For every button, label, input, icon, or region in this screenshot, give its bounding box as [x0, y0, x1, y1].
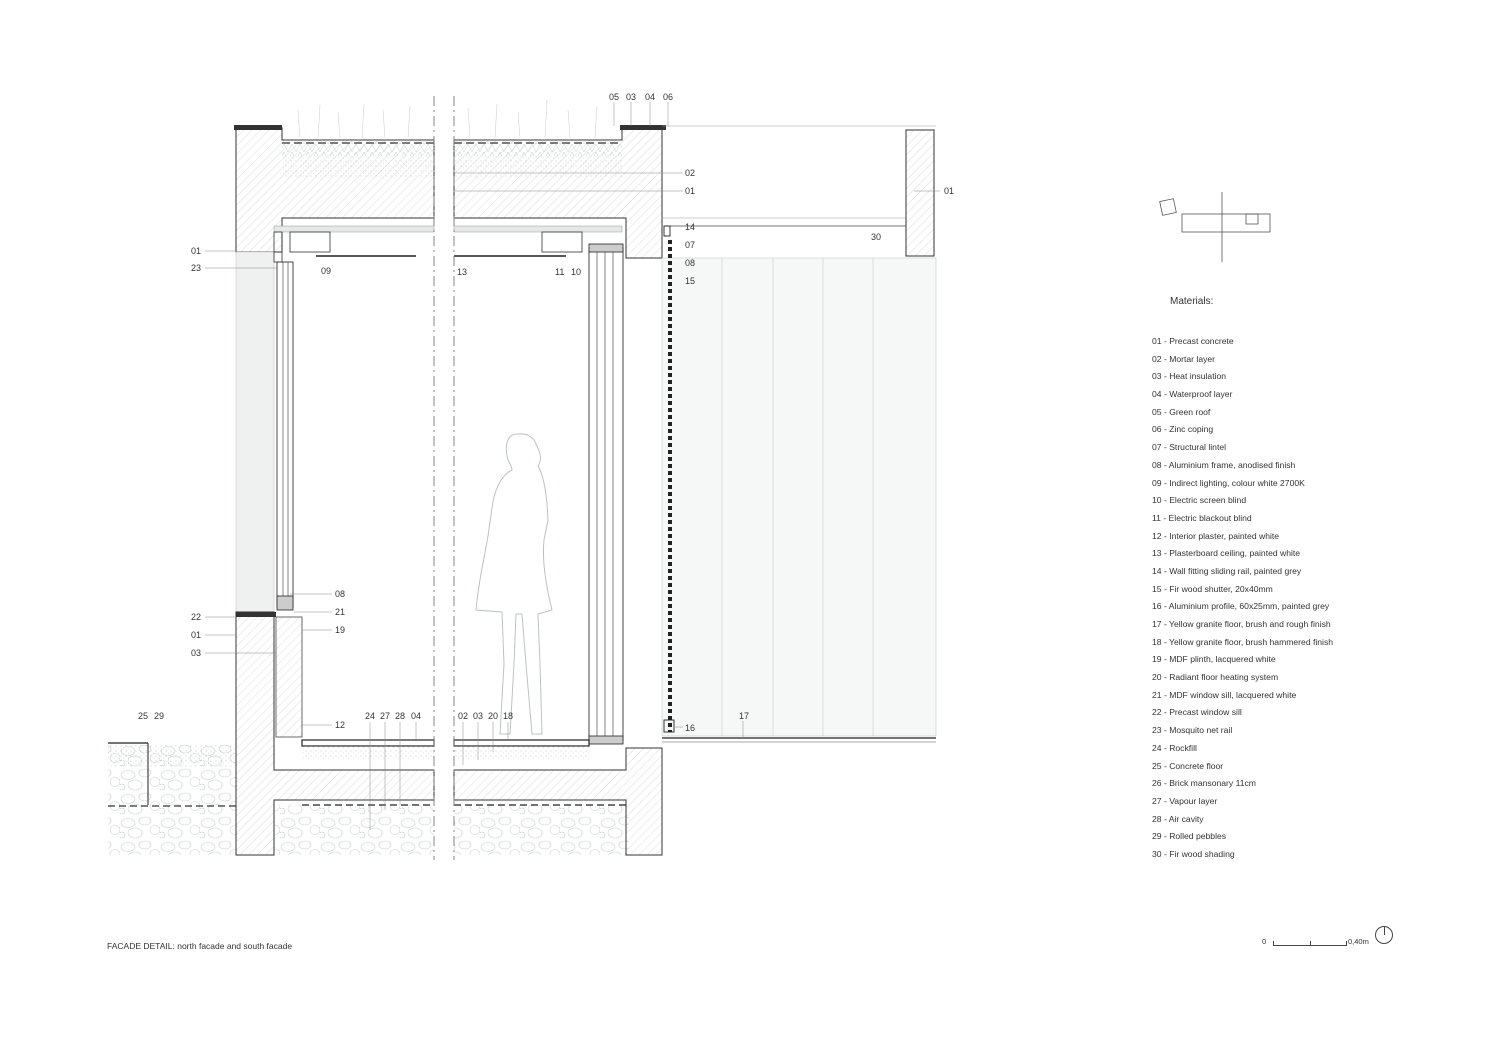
window-left: [276, 261, 294, 611]
callout-20: 20: [488, 711, 498, 721]
legend-item: 08 - Aluminium frame, anodised finish: [1152, 459, 1296, 470]
callout-10: 10: [571, 267, 581, 277]
legend-item: 11 - Electric blackout blind: [1152, 512, 1252, 523]
legend-item: 01 - Precast concrete: [1152, 336, 1234, 346]
scale-bar: 0 0,40m: [1262, 926, 1402, 950]
legend-item: 04 - Waterproof layer: [1152, 389, 1233, 400]
legend-item: 02 - Mortar layer: [1152, 353, 1216, 364]
callout-15: 15: [685, 276, 695, 286]
legend-list: 01 - Precast concrete 02 - Mortar layer 03…: [1152, 333, 1472, 864]
callout-08-window: 08: [335, 589, 345, 599]
green-roof: [282, 99, 622, 178]
legend-item: 13 - Plasterboard ceiling, painted white: [1152, 548, 1301, 559]
legend-item: 24 - Rockfill: [1152, 742, 1197, 753]
materials-legend: Materials: 01 - Precast concrete 02 - Mor…: [1152, 296, 1472, 864]
legend-item: 19 - MDF plinth, lacquered white: [1152, 654, 1276, 665]
callout-06: 06: [663, 92, 673, 102]
callout-02-lower: 02: [458, 711, 468, 721]
legend-item: 26 - Brick mansonary 11cm: [1152, 778, 1256, 789]
legend-item: 10 - Electric screen blind: [1152, 495, 1247, 506]
leader-lines: [205, 102, 940, 830]
callout-01-left: 01: [191, 246, 201, 256]
callout-03-lower: 03: [191, 648, 201, 658]
callout-27: 27: [380, 711, 390, 721]
ground: [108, 742, 629, 855]
legend-item: 12 - Interior plaster, painted white: [1152, 530, 1280, 541]
callout-11: 11: [555, 267, 564, 277]
callout-01-far: 01: [944, 186, 954, 196]
callout-30: 30: [871, 232, 881, 242]
callout-18: 18: [503, 711, 513, 721]
callout-04-lower: 04: [411, 711, 421, 721]
scale-end-label: 0,40m: [1348, 937, 1369, 946]
callout-28: 28: [395, 711, 405, 721]
legend-item: 18 - Yellow granite floor, brush hammere…: [1152, 636, 1334, 647]
legend-item: 14 - Wall fitting sliding rail, painted …: [1152, 565, 1302, 576]
callout-14: 14: [685, 222, 695, 232]
legend-item: 20 - Radiant floor heating system: [1152, 672, 1279, 683]
legend-item: 03 - Heat insulation: [1152, 371, 1227, 382]
callout-23: 23: [191, 263, 201, 273]
callout-29: 29: [154, 711, 164, 721]
legend-item: 22 - Precast window sill: [1152, 707, 1242, 718]
human-figure: [475, 433, 553, 735]
callout-24: 24: [365, 711, 375, 721]
north-arrow-icon: [1375, 926, 1393, 944]
callout-12: 12: [335, 720, 345, 730]
callout-05: 05: [609, 92, 619, 102]
legend-item: 23 - Mosquito net rail: [1152, 725, 1233, 736]
legend-item: 27 - Vapour layer: [1152, 795, 1218, 806]
callout-04: 04: [645, 92, 655, 102]
callout-01: 01: [685, 186, 695, 196]
scale-bar-line: [1273, 941, 1347, 946]
legend-item: 07 - Structural lintel: [1152, 442, 1227, 453]
callout-16: 16: [685, 723, 695, 733]
legend-item: 09 - Indirect lighting, colour white 270…: [1152, 477, 1305, 488]
ceiling: [273, 225, 623, 263]
callout-25: 25: [138, 711, 148, 721]
key-plan: [1159, 192, 1271, 262]
legend-item: 29 - Rolled pebbles: [1152, 831, 1227, 842]
callout-07: 07: [685, 240, 695, 250]
legend-item: 15 - Fir wood shutter, 20x40mm: [1152, 583, 1273, 594]
legend-item: 16 - Aluminium profile, 60x25mm, painted…: [1152, 601, 1330, 612]
legend-title: Materials:: [1170, 296, 1214, 307]
break-lines: [433, 96, 455, 860]
callout-03-floor: 03: [473, 711, 483, 721]
callout-13: 13: [457, 267, 467, 277]
legend-item: 30 - Fir wood shading: [1152, 848, 1235, 859]
callout-03: 03: [626, 92, 636, 102]
callout-22: 22: [191, 612, 201, 622]
legend-item: 17 - Yellow granite floor, brush and rou…: [1152, 619, 1331, 629]
callout-09: 09: [321, 266, 331, 276]
callout-17: 17: [739, 711, 749, 721]
legend-item: 06 - Zinc coping: [1152, 424, 1214, 435]
scale-start-label: 0: [1262, 937, 1267, 946]
window-right: [588, 243, 624, 745]
callout-02: 02: [685, 168, 695, 178]
shading-elevation: [661, 125, 937, 737]
callout-19: 19: [335, 625, 345, 635]
legend-item: 25 - Concrete floor: [1152, 760, 1224, 771]
callout-21: 21: [335, 607, 345, 617]
callout-08: 08: [685, 258, 695, 268]
legend-item: 05 - Green roof: [1152, 406, 1211, 417]
drawing-caption: FACADE DETAIL: north facade and south fa…: [107, 941, 293, 951]
callout-01-lower: 01: [191, 630, 201, 640]
callout-labels: 05 03 04 06 02 01 01 14 30 07 08 15 01 2…: [138, 92, 954, 733]
legend-item: 28 - Air cavity: [1152, 813, 1204, 824]
legend-item: 21 - MDF window sill, lacquered white: [1152, 689, 1297, 700]
